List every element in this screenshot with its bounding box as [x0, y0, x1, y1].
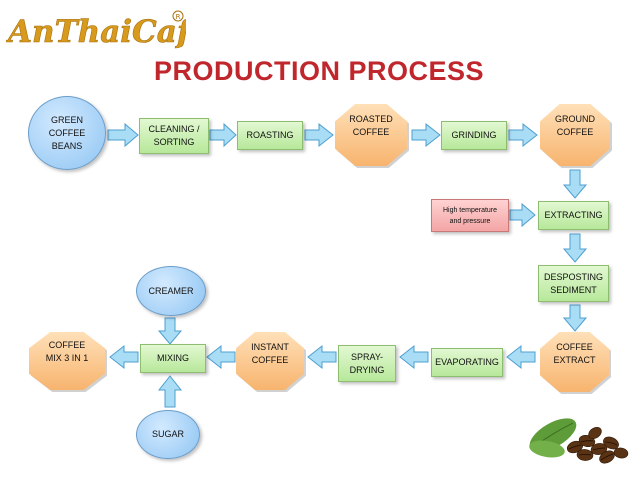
step-evaporating: EVAPORATING [431, 348, 503, 377]
arrow-down-2 [562, 233, 588, 263]
step-instant-coffee: INSTANT COFFEE [236, 332, 304, 390]
page-title: PRODUCTION PROCESS [153, 56, 485, 86]
step-desposting-sediment: DESPOSTING SEDIMENT [538, 265, 609, 302]
step-coffee-mix-3-in-1: COFFEE MIX 3 IN 1 [29, 332, 105, 390]
arrow-left-4 [206, 344, 236, 370]
step-roasting: ROASTING [237, 121, 303, 150]
step-roasted-coffee: ROASTED COFFEE [335, 104, 407, 166]
svg-text:R: R [176, 13, 181, 21]
arrow-left-2 [399, 344, 429, 370]
step-ground-coffee: GROUND COFFEE [540, 104, 610, 166]
arrow-down-3 [562, 304, 588, 332]
arrow-right-5 [508, 122, 538, 148]
arrow-right-1 [107, 122, 139, 148]
input-sugar: SUGAR [136, 410, 200, 459]
coffee-beans-image [529, 418, 629, 464]
condition-high-temperature: High temperature and pressure [431, 199, 509, 232]
step-cleaning-sorting: CLEANING / SORTING [139, 118, 209, 154]
arrow-left-3 [307, 344, 337, 370]
step-grinding: GRINDING [441, 121, 507, 150]
arrow-right-hightemp [509, 202, 536, 228]
arrow-right-2 [209, 122, 237, 148]
arrow-left-5 [109, 344, 139, 370]
anthaicafe-logo: AnThaiCafe R [6, 10, 186, 50]
arrow-left-1 [506, 344, 536, 370]
arrow-up-sugar [157, 375, 183, 408]
svg-text:AnThaiCafe: AnThaiCafe [6, 14, 186, 50]
step-extracting: EXTRACTING [538, 201, 609, 230]
step-spray-drying: SPRAY- DRYING [338, 345, 396, 382]
step-coffee-extract: COFFEE EXTRACT [540, 332, 609, 392]
input-creamer: CREAMER [136, 266, 206, 316]
arrow-down-creamer [157, 317, 183, 345]
arrow-right-3 [304, 122, 334, 148]
step-mixing: MIXING [140, 344, 206, 373]
arrow-right-4 [411, 122, 441, 148]
arrow-down-1 [562, 169, 588, 199]
step-green-coffee-beans: GREEN COFFEE BEANS [28, 96, 106, 170]
